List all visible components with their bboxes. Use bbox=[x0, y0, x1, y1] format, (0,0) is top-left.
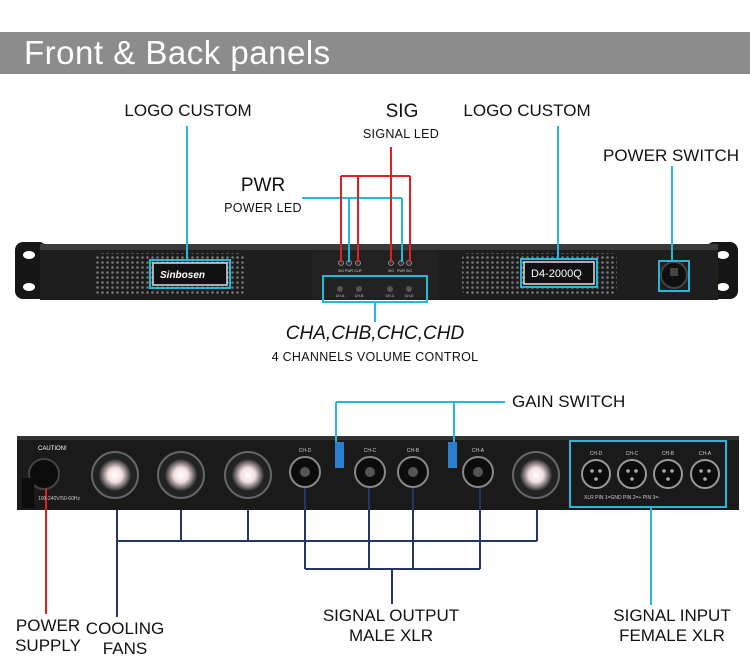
led-label: CLIP bbox=[354, 269, 362, 273]
pwr-label: PWR bbox=[240, 175, 286, 196]
power-switch-label: POWER SWITCH bbox=[603, 146, 739, 165]
knob-label: CH-A bbox=[336, 294, 345, 298]
gain-switch-right bbox=[448, 442, 457, 468]
caution-text: CAUTION! bbox=[38, 446, 67, 452]
brand-logo-plate bbox=[152, 262, 228, 286]
fan-icon bbox=[99, 459, 131, 491]
gain-switch-left bbox=[335, 442, 344, 468]
xlr-label: CH-D bbox=[590, 451, 603, 457]
led-label: SIG bbox=[388, 269, 394, 273]
knob-chd bbox=[406, 286, 412, 292]
gain-switch-label: GAIN SWITCH bbox=[512, 392, 626, 411]
xlr-inputs bbox=[581, 459, 720, 489]
speakon-label: CH-A bbox=[472, 448, 485, 454]
cooling-fans bbox=[91, 451, 560, 499]
model-text: D4-2000Q bbox=[531, 268, 582, 280]
logo-custom-left-label: LOGO CUSTOM bbox=[124, 101, 252, 120]
xlr-label: CH-C bbox=[626, 451, 639, 457]
power-switch-highlight bbox=[658, 260, 690, 292]
logo-custom-right-label: LOGO CUSTOM bbox=[463, 101, 591, 120]
logo-left-highlight bbox=[149, 259, 231, 289]
xlr-icon bbox=[617, 459, 647, 489]
xlr-icon bbox=[690, 459, 720, 489]
volume-knobs bbox=[337, 286, 412, 292]
knob-chc bbox=[387, 286, 393, 292]
signal-led-label: SIGNAL LED bbox=[362, 127, 440, 141]
header-bar: Front & Back panels bbox=[0, 32, 750, 74]
fan-icon bbox=[520, 459, 552, 491]
xlr-label: CH-A bbox=[699, 451, 712, 457]
power-inlet-icon bbox=[28, 458, 60, 490]
xlr-inputs-highlight bbox=[569, 440, 727, 508]
xlr-icon bbox=[653, 459, 683, 489]
channels-volume-label: 4 CHANNELS VOLUME CONTROL bbox=[271, 350, 479, 364]
knob-chb bbox=[356, 286, 362, 292]
front-panel bbox=[15, 242, 738, 300]
speakon-label: CH-D bbox=[299, 448, 312, 454]
page-title: Front & Back panels bbox=[24, 34, 331, 71]
xlr-pinout-text: XLR PIN 1=GND PIN 2=+ PIN 3=- bbox=[584, 495, 660, 501]
mains-text: 100-240V/50-60Hz bbox=[38, 496, 80, 502]
knob-label: CH-B bbox=[355, 294, 364, 298]
speakon-label: CH-B bbox=[407, 448, 420, 454]
led-label: PWR bbox=[397, 269, 406, 273]
led-label: SIG bbox=[338, 269, 344, 273]
fan-icon bbox=[165, 459, 197, 491]
xlr-label: CH-B bbox=[662, 451, 675, 457]
knob-cha bbox=[337, 286, 343, 292]
rack-ear-left bbox=[15, 242, 47, 299]
led-label: SIG bbox=[406, 269, 412, 273]
brand-logo-text: Sinbosen bbox=[160, 270, 205, 281]
back-panel bbox=[17, 436, 739, 510]
control-panel bbox=[312, 250, 438, 298]
knob-label: CH-D bbox=[405, 294, 414, 298]
knob-label: CH-C bbox=[386, 294, 395, 298]
power-led-label: POWER LED bbox=[224, 201, 302, 215]
led-label: PWR bbox=[345, 269, 354, 273]
xlr-icon bbox=[581, 459, 611, 489]
fan-icon bbox=[232, 459, 264, 491]
sig-label: SIG bbox=[385, 101, 419, 122]
channels-label: CHA,CHB,CHC,CHD bbox=[285, 323, 465, 344]
speakon-label: CH-C bbox=[364, 448, 377, 454]
model-plate bbox=[523, 261, 595, 285]
